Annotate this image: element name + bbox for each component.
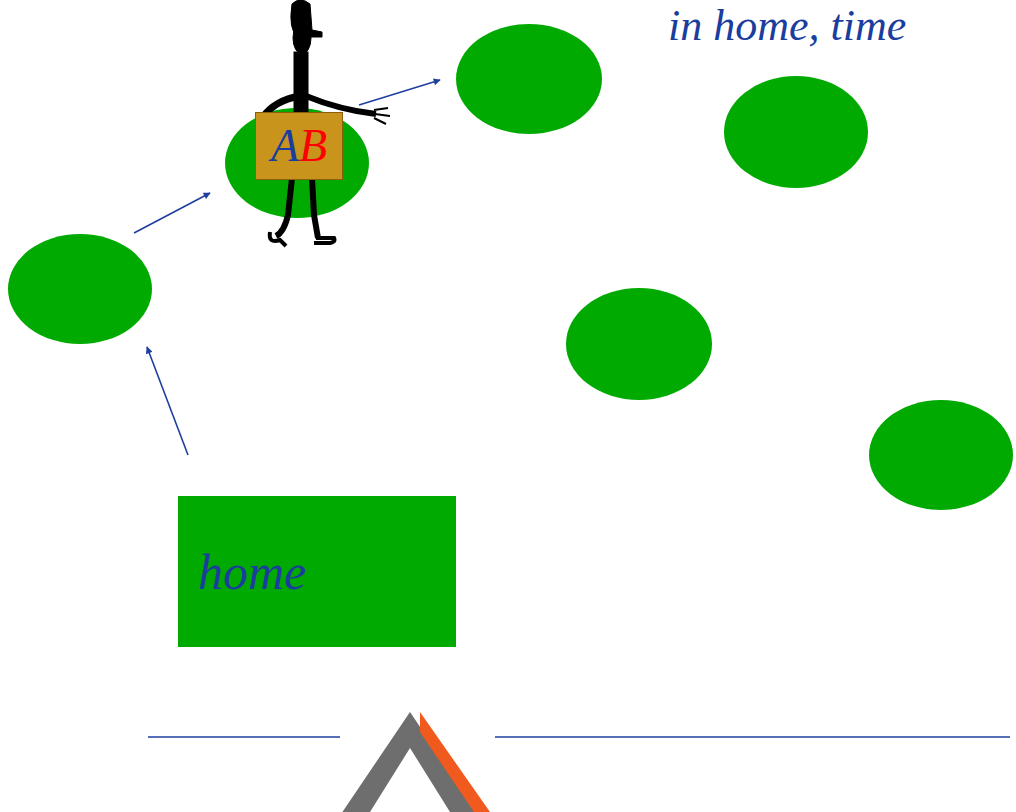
figure-foot <box>270 232 286 246</box>
parcel-letter: B <box>299 123 327 169</box>
slide-title: in home, time <box>668 0 906 51</box>
home-box: home <box>178 496 456 647</box>
location-ellipse <box>869 400 1013 510</box>
logo-accent <box>420 712 490 812</box>
rule-line <box>148 736 340 738</box>
parcel-box: AB <box>255 112 343 180</box>
location-ellipse <box>566 288 712 400</box>
figure-leg <box>312 178 318 238</box>
figure-head <box>293 22 311 54</box>
logo <box>148 712 1010 812</box>
rule-line <box>495 736 1010 738</box>
path-arrow <box>147 347 188 455</box>
logo-triangle <box>337 712 483 812</box>
parcel-letter: A <box>271 123 299 169</box>
location-ellipse <box>225 108 369 218</box>
figure-leg <box>276 178 292 236</box>
stick-figure <box>262 0 390 246</box>
path-arrow <box>134 193 210 233</box>
location-ellipse <box>8 234 152 344</box>
location-ellipse <box>724 76 868 188</box>
figure-hand <box>374 108 390 124</box>
node-label: home <box>198 547 306 597</box>
figure-foot <box>314 238 335 243</box>
location-ellipses <box>8 24 1013 510</box>
figure-torso <box>294 52 308 114</box>
path-arrows <box>134 80 440 455</box>
path-arrow <box>359 80 440 105</box>
location-ellipse <box>456 24 602 134</box>
